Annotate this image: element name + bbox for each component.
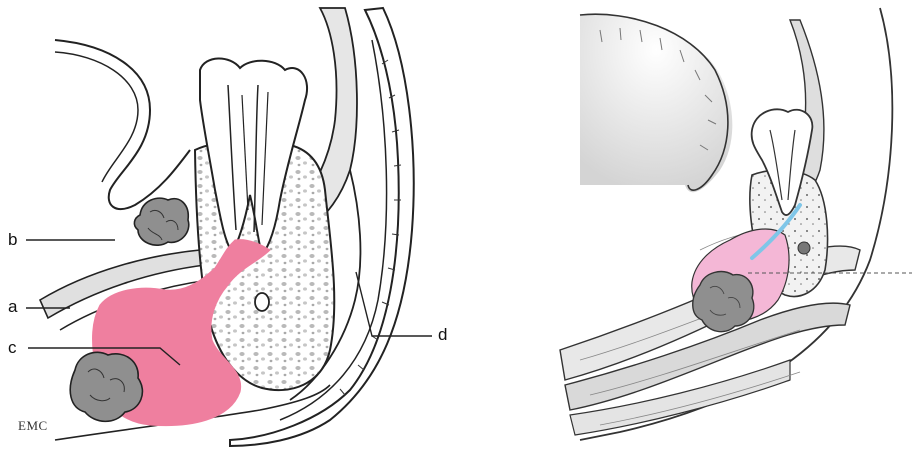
mandibular-canal — [255, 293, 269, 311]
right-illustration — [560, 8, 912, 440]
salivary-stone-upper — [134, 198, 188, 245]
watermark-emc: EMC — [18, 418, 48, 433]
label-b: b — [8, 230, 17, 249]
tongue-contour — [55, 40, 190, 209]
label-a: a — [8, 297, 18, 316]
label-c: c — [8, 338, 17, 357]
tongue-contour-inner — [55, 52, 138, 182]
tongue-dome — [580, 14, 732, 192]
right-mandibular-canal — [798, 242, 810, 254]
left-illustration: b a c d EMC — [8, 8, 447, 446]
label-d: d — [438, 325, 447, 344]
